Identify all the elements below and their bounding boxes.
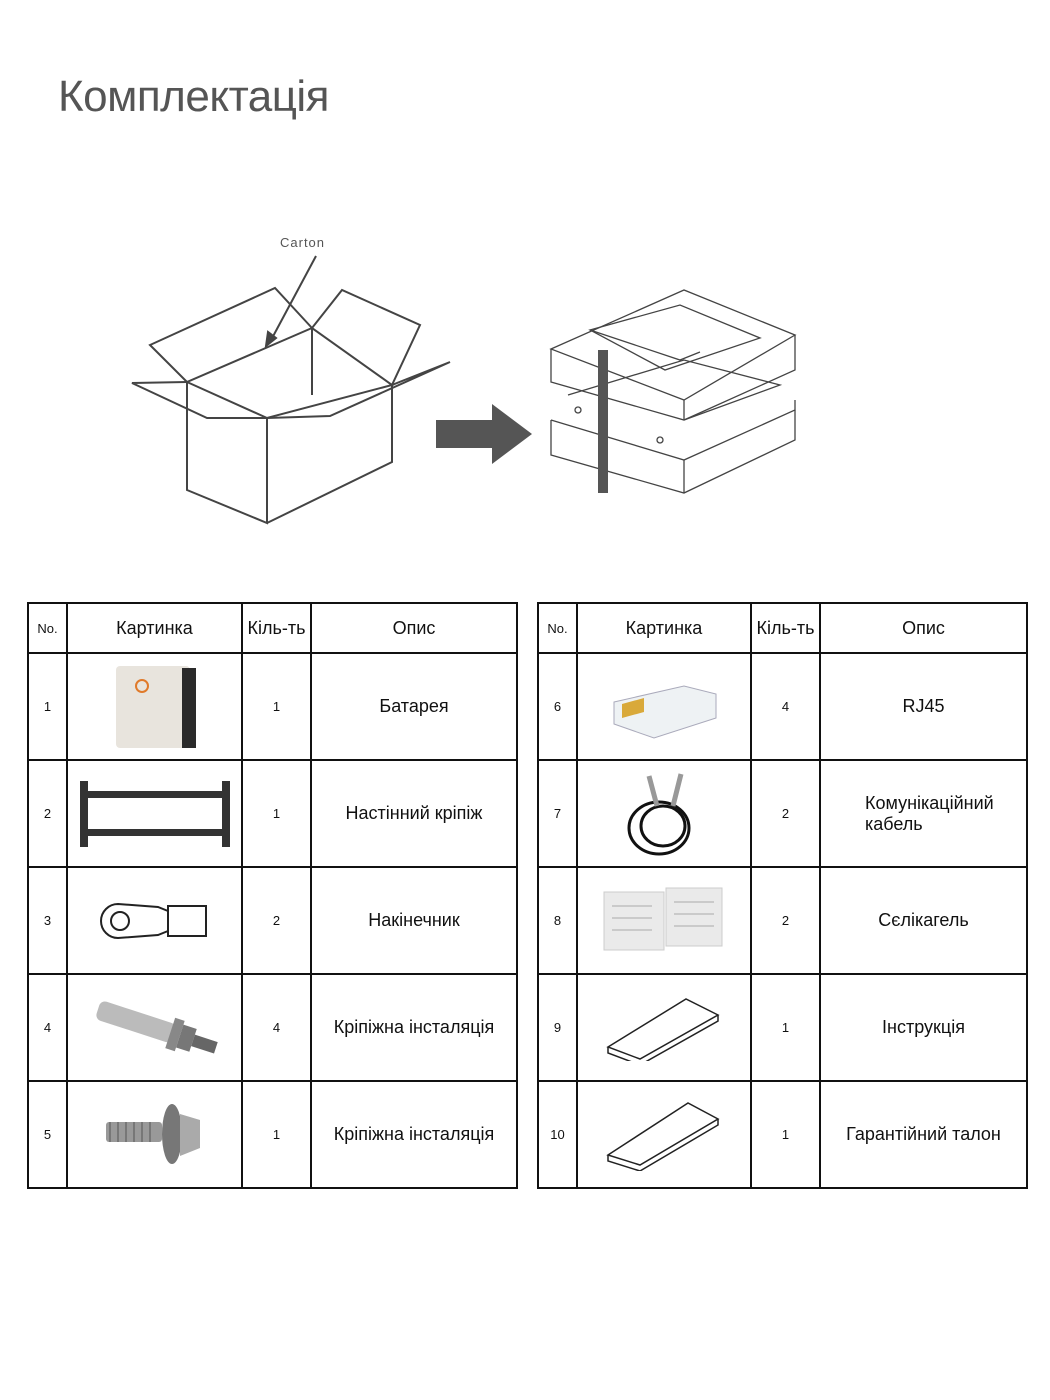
item-qty: 2 bbox=[750, 866, 821, 975]
item-no: 3 bbox=[27, 866, 68, 975]
header-no: No. bbox=[27, 602, 68, 654]
header-desc: Опис bbox=[819, 602, 1028, 654]
item-picture bbox=[66, 1080, 243, 1189]
item-desc: Сєлікагель bbox=[819, 866, 1028, 975]
cable-lug-icon bbox=[99, 902, 207, 939]
item-qty: 1 bbox=[241, 652, 312, 761]
item-no: 6 bbox=[537, 652, 578, 761]
item-desc: Батарея bbox=[310, 652, 518, 761]
rj45-connector-icon bbox=[613, 684, 717, 739]
header-qty: Кіль-ть bbox=[241, 602, 312, 654]
table-row: 5 1 Кріпіжна інсталяція bbox=[27, 1080, 518, 1189]
header-picture: Картинка bbox=[576, 602, 752, 654]
item-desc: Комунікаційний кабель bbox=[819, 759, 1028, 868]
header-qty: Кіль-ть bbox=[750, 602, 821, 654]
table-row: 10 1 Гарантійний талон bbox=[537, 1080, 1028, 1189]
header-picture: Картинка bbox=[66, 602, 243, 654]
table-row: 9 1 Інструкція bbox=[537, 973, 1028, 1082]
battery-icon bbox=[115, 665, 196, 748]
item-picture bbox=[576, 973, 752, 1082]
item-qty: 1 bbox=[750, 973, 821, 1082]
item-no: 9 bbox=[537, 973, 578, 1082]
item-picture bbox=[66, 866, 243, 975]
table-header-row: No. Картинка Кіль-ть Опис bbox=[27, 602, 518, 654]
item-qty: 4 bbox=[241, 973, 312, 1082]
manual-icon bbox=[606, 997, 720, 1061]
arrow-right-icon bbox=[436, 404, 532, 464]
item-desc: Гарантійний талон bbox=[819, 1080, 1028, 1189]
communication-cable-icon bbox=[627, 773, 691, 856]
item-qty: 1 bbox=[241, 759, 312, 868]
item-picture bbox=[66, 652, 243, 761]
silica-gel-icon bbox=[603, 887, 722, 950]
item-qty: 2 bbox=[241, 866, 312, 975]
warranty-card-icon bbox=[606, 1101, 720, 1171]
item-picture bbox=[66, 759, 243, 868]
item-no: 2 bbox=[27, 759, 68, 868]
unpacking-illustration bbox=[131, 255, 797, 525]
item-no: 5 bbox=[27, 1080, 68, 1189]
item-desc: Накінечник bbox=[310, 866, 518, 975]
table-row: 4 4 Кріпіжна інсталяція bbox=[27, 973, 518, 1082]
item-desc: RJ45 bbox=[819, 652, 1028, 761]
carton-label: Carton bbox=[280, 235, 326, 250]
table-row: 7 2 Комунікаційний кабель bbox=[537, 759, 1028, 868]
table-row: 6 4 RJ45 bbox=[537, 652, 1028, 761]
item-qty: 4 bbox=[750, 652, 821, 761]
item-picture bbox=[576, 866, 752, 975]
table-header-row: No. Картинка Кіль-ть Опис bbox=[537, 602, 1028, 654]
item-no: 1 bbox=[27, 652, 68, 761]
item-picture bbox=[576, 1080, 752, 1189]
item-desc: Кріпіжна інсталяція bbox=[310, 1080, 518, 1189]
item-qty: 1 bbox=[750, 1080, 821, 1189]
item-desc: Кріпіжна інсталяція bbox=[310, 973, 518, 1082]
item-picture bbox=[66, 973, 243, 1082]
screw-icon bbox=[105, 1103, 200, 1164]
header-no: No. bbox=[537, 602, 578, 654]
item-no: 8 bbox=[537, 866, 578, 975]
item-no: 10 bbox=[537, 1080, 578, 1189]
item-qty: 1 bbox=[241, 1080, 312, 1189]
item-desc: Настінний кріпіж bbox=[310, 759, 518, 868]
table-row: 1 1 Батарея bbox=[27, 652, 518, 761]
page-title: Комплектація bbox=[58, 72, 330, 121]
table-row: 8 2 Сєлікагель bbox=[537, 866, 1028, 975]
item-qty: 2 bbox=[750, 759, 821, 868]
header-desc: Опис bbox=[310, 602, 518, 654]
package-contents-table-left: No. Картинка Кіль-ть Опис 1 1 Батарея 2 … bbox=[27, 602, 518, 1189]
open-carton-icon bbox=[131, 255, 451, 525]
wall-bracket-icon bbox=[79, 780, 230, 847]
table-row: 3 2 Накінечник bbox=[27, 866, 518, 975]
item-picture bbox=[576, 652, 752, 761]
package-contents-table-right: No. Картинка Кіль-ть Опис 6 4 RJ45 7 2 К… bbox=[537, 602, 1028, 1189]
item-no: 4 bbox=[27, 973, 68, 1082]
item-picture bbox=[576, 759, 752, 868]
expansion-bolt-icon bbox=[95, 1001, 218, 1053]
table-row: 2 1 Настінний кріпіж bbox=[27, 759, 518, 868]
item-desc: Інструкція bbox=[819, 973, 1028, 1082]
battery-in-foam-icon bbox=[549, 289, 797, 494]
item-no: 7 bbox=[537, 759, 578, 868]
